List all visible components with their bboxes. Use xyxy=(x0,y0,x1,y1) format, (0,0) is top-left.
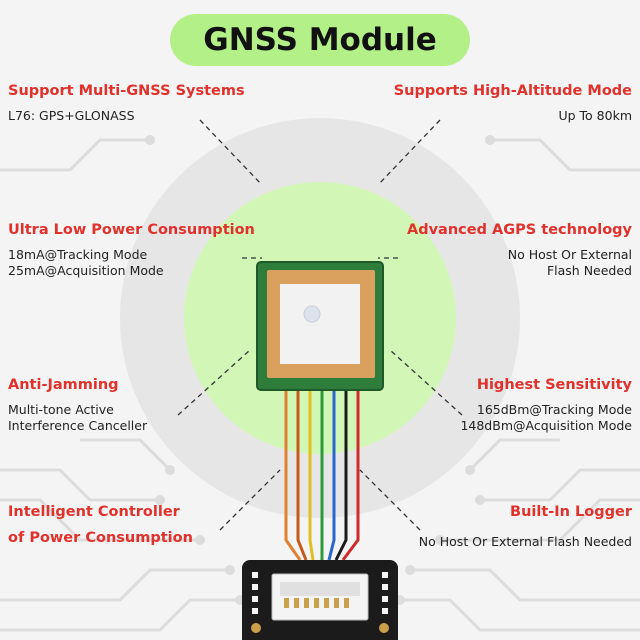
circuit-pads xyxy=(145,135,495,605)
feature-heading: Support Multi-GNSS Systems xyxy=(8,83,245,99)
feature-heading-continued: of Power Consumption xyxy=(8,530,193,546)
feature-line: Multi-tone Active xyxy=(8,402,114,417)
feature-intelligent-controller: Intelligent Controller of Power Consumpt… xyxy=(8,504,193,546)
module-board xyxy=(242,560,398,640)
feature-heading: Advanced AGPS technology xyxy=(407,222,632,238)
feature-heading: Built-In Logger xyxy=(510,504,632,520)
feature-line: L76: GPS+GLONASS xyxy=(8,108,135,123)
feature-description: No Host Or External Flash Needed xyxy=(407,247,632,279)
feature-heading: Supports High-Altitude Mode xyxy=(393,83,632,99)
feature-description: 18mA@Tracking Mode 25mA@Acquisition Mode xyxy=(8,247,255,279)
feature-description: Up To 80km xyxy=(394,108,632,124)
feature-line: 25mA@Acquisition Mode xyxy=(8,263,164,278)
feature-line: Flash Needed xyxy=(546,263,632,278)
feature-description: Multi-tone Active Interference Canceller xyxy=(8,402,147,434)
feature-heading: Highest Sensitivity xyxy=(476,377,632,393)
feature-line: 18mA@Tracking Mode xyxy=(8,247,148,262)
feature-line: Up To 80km xyxy=(558,108,632,123)
gnss-antenna xyxy=(256,261,384,391)
feature-agps: Advanced AGPS technology No Host Or Exte… xyxy=(407,222,632,279)
feature-heading: Anti-Jamming xyxy=(8,377,119,393)
feature-description: 165dBm@Tracking Mode 148dBm@Acquisition … xyxy=(460,402,632,434)
feature-sensitivity: Highest Sensitivity 165dBm@Tracking Mode… xyxy=(460,377,632,434)
feature-line: No Host Or External xyxy=(507,247,632,262)
feature-line: No Host Or External Flash Needed xyxy=(418,534,632,549)
feature-high-altitude: Supports High-Altitude Mode Up To 80km xyxy=(394,83,632,124)
feature-line: Interference Canceller xyxy=(8,418,148,433)
title-pill: GNSS Module xyxy=(170,14,470,66)
feature-heading: Ultra Low Power Consumption xyxy=(8,222,255,238)
page-title: GNSS Module xyxy=(203,22,437,58)
ribbon-wires xyxy=(284,388,360,561)
feature-low-power: Ultra Low Power Consumption 18mA@Trackin… xyxy=(8,222,255,279)
feature-description: No Host Or External Flash Needed xyxy=(419,534,632,550)
feature-line: 148dBm@Acquisition Mode xyxy=(460,418,632,433)
circuit-traces xyxy=(0,138,640,632)
feature-logger: Built-In Logger No Host Or External Flas… xyxy=(419,504,632,550)
feature-line: 165dBm@Tracking Mode xyxy=(476,402,632,417)
feature-multi-gnss: Support Multi-GNSS Systems L76: GPS+GLON… xyxy=(8,83,245,124)
connector-lines xyxy=(177,119,463,531)
feature-heading: Intelligent Controller xyxy=(8,504,180,520)
feature-description: L76: GPS+GLONASS xyxy=(8,108,245,124)
feature-anti-jamming: Anti-Jamming Multi-tone Active Interfere… xyxy=(8,377,147,434)
